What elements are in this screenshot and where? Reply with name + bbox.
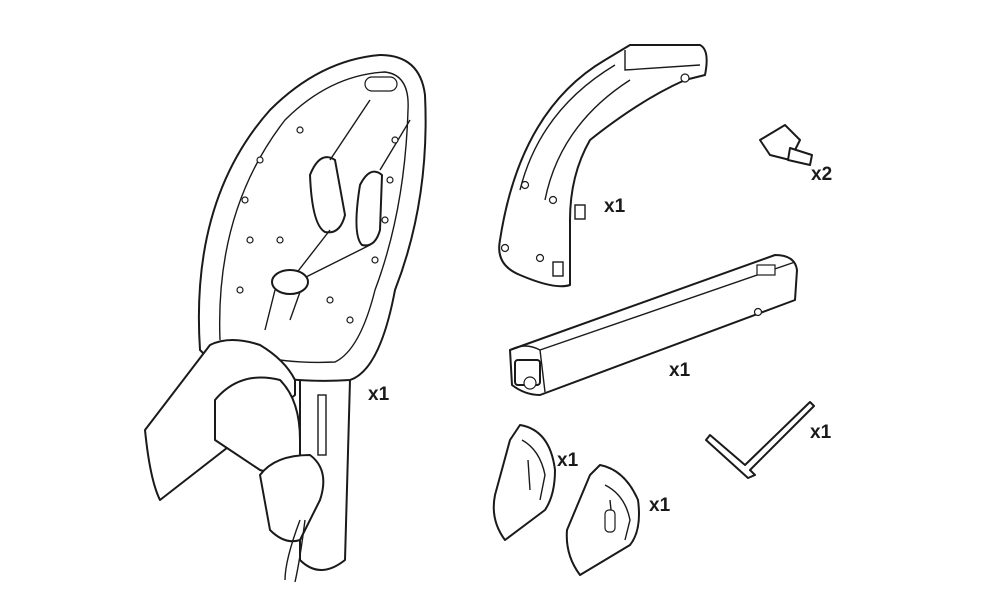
mounting-arm-drawing <box>498 44 708 288</box>
child-seat-drawing <box>144 54 427 583</box>
mounting-rail-drawing <box>509 254 798 396</box>
key-quantity: x2 <box>811 164 833 185</box>
footrest-right-drawing <box>565 464 640 576</box>
mounting-rail-quantity: x1 <box>669 360 691 381</box>
footrest-right-quantity: x1 <box>649 495 671 516</box>
child-seat-quantity: x1 <box>368 384 390 405</box>
mounting-arm-quantity: x1 <box>604 196 626 217</box>
key-drawing <box>759 124 813 166</box>
footrest-left-drawing <box>492 424 556 541</box>
hex-key-drawing <box>705 401 815 479</box>
hex-key-quantity: x1 <box>810 422 832 443</box>
footrest-left-quantity: x1 <box>557 450 579 471</box>
